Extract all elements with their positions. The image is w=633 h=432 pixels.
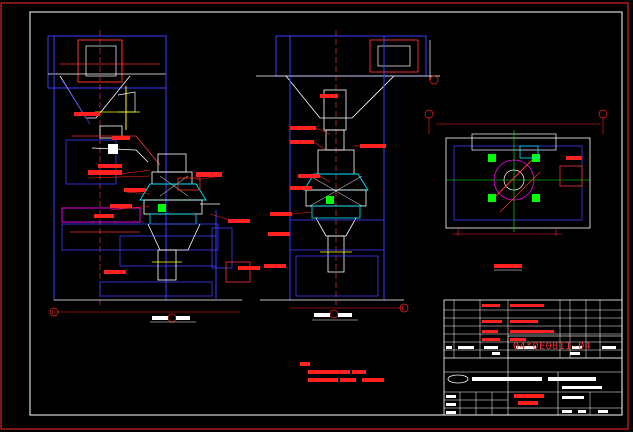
axis-mark-left: 1 — [51, 310, 54, 316]
technical-notes — [300, 362, 384, 382]
left-elevation-view — [47, 30, 260, 323]
drawing-number: 04*0E0811-04 — [513, 341, 592, 352]
middle-elevation-view — [256, 30, 440, 321]
right-plan-view — [424, 109, 608, 271]
sheet-inner-frame — [29, 11, 623, 416]
axis-mark-right: 1 — [401, 306, 404, 312]
title-block — [443, 299, 623, 416]
